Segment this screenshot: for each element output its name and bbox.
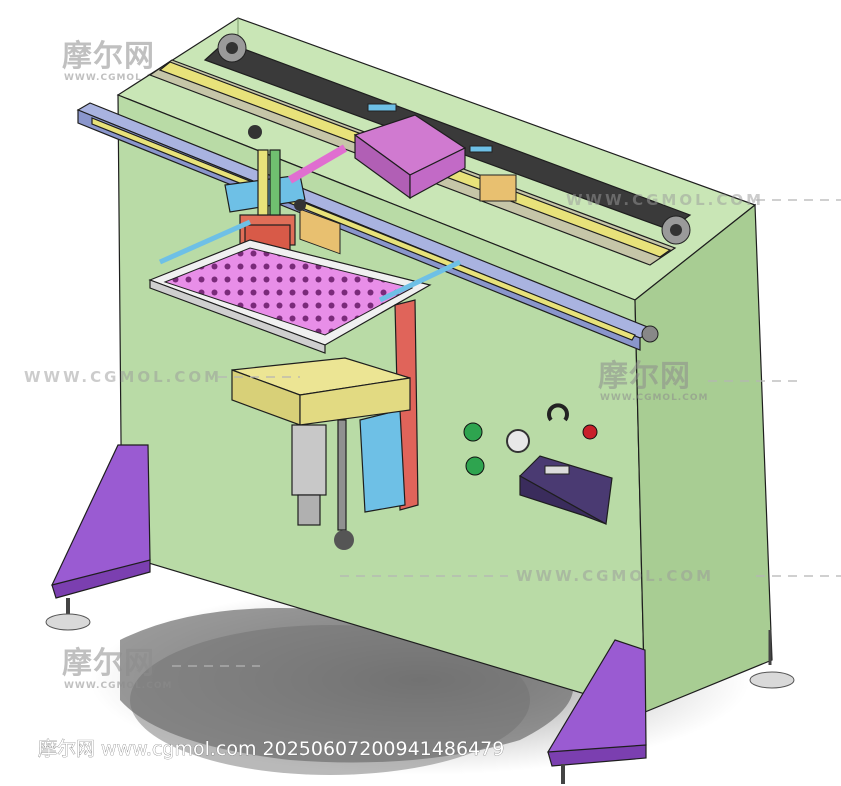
control-panel	[463, 403, 613, 525]
print-carriage	[299, 103, 517, 255]
footer-caption: 摩尔网 www.cgmol.com 20250607200941486479	[38, 738, 504, 760]
svg-text:WWW.CGMOL.COM: WWW.CGMOL.COM	[600, 393, 708, 403]
svg-text:摩尔网: 摩尔网	[598, 359, 691, 394]
red-indicator-icon	[582, 424, 598, 440]
watermark-logo-bottom: 摩尔网 WWW.CGMOL.COM	[62, 646, 260, 691]
table-support	[231, 299, 419, 550]
squeegee-head	[224, 125, 348, 281]
svg-text:WWW.CGMOL.COM: WWW.CGMOL.COM	[64, 681, 172, 691]
watermark-url-right-bottom: WWW.CGMOL.COM	[340, 567, 841, 585]
leveling-foot-icon	[45, 613, 91, 631]
gray-knob-icon[interactable]	[506, 429, 530, 453]
svg-text:WWW.CGMOL.COM: WWW.CGMOL.COM	[24, 368, 222, 386]
leveling-foot-icon	[749, 671, 795, 689]
machine-leg-left	[45, 444, 151, 631]
screen-frame	[148, 219, 462, 354]
watermark-logo-top: 摩尔网 WWW.CGMOL.COM	[62, 39, 260, 83]
svg-text:WWW.CGMOL.COM: WWW.CGMOL.COM	[64, 73, 172, 83]
svg-text:摩尔网: 摩尔网	[62, 39, 155, 74]
machine-leg-right	[547, 630, 795, 784]
green-button-icon[interactable]	[465, 456, 485, 476]
gauge-icon	[547, 403, 569, 422]
green-button-icon[interactable]	[463, 422, 483, 442]
svg-text:WWW.CGMOL.COM: WWW.CGMOL.COM	[516, 567, 714, 585]
svg-text:WWW.CGMOL.COM: WWW.CGMOL.COM	[566, 191, 764, 209]
watermark-logo-mid: 摩尔网 WWW.CGMOL.COM	[598, 359, 800, 403]
watermark-url-right-top: WWW.CGMOL.COM	[566, 191, 841, 209]
svg-text:摩尔网: 摩尔网	[62, 646, 155, 681]
gantry-beam	[76, 102, 659, 351]
watermark-url-left: WWW.CGMOL.COM	[24, 368, 300, 386]
control-display-icon	[519, 455, 613, 525]
